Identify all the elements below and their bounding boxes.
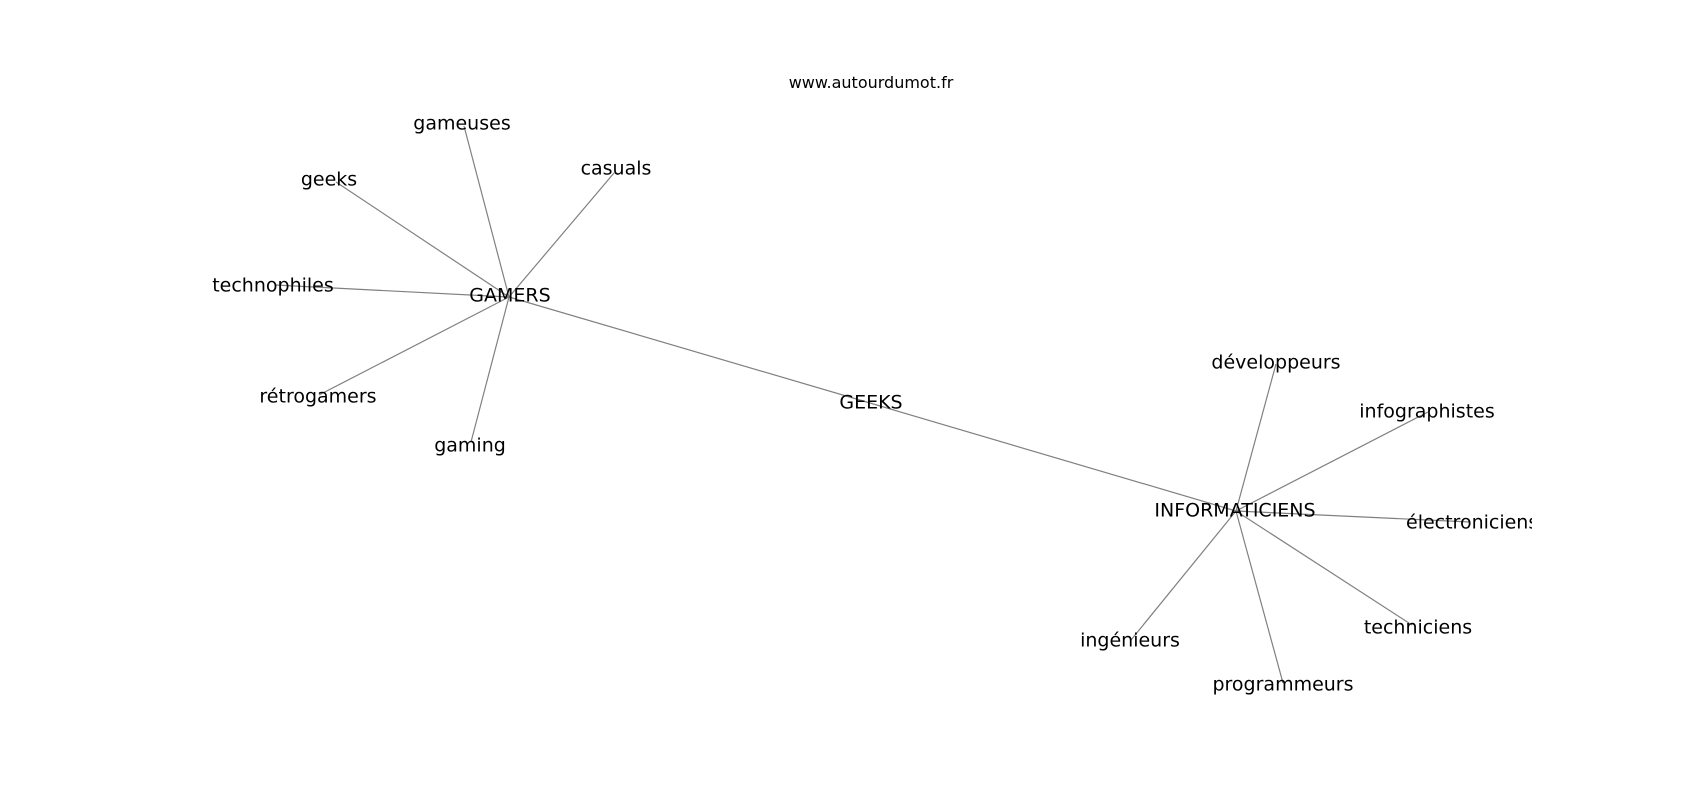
node-electroniciens[interactable]: électroniciens (1406, 512, 1538, 534)
edge-informaticiens-developpeurs (1235, 363, 1277, 512)
node-programmeurs[interactable]: programmeurs (1212, 674, 1353, 696)
labels-layer: GEEKS GAMERS INFORMATICIENS gameuses cas… (212, 113, 1538, 696)
site-label[interactable]: www.autourdumot.fr (789, 73, 954, 92)
node-geeks[interactable]: geeks (301, 169, 357, 191)
node-geeks-center[interactable]: GEEKS (839, 392, 902, 414)
node-developpeurs[interactable]: développeurs (1211, 352, 1340, 374)
edge-gamers-casuals (508, 172, 615, 298)
edge-geeks_center-gamers (508, 296, 871, 404)
node-gaming[interactable]: gaming (434, 435, 506, 457)
node-ingenieurs[interactable]: ingénieurs (1080, 630, 1180, 652)
edge-gamers-geeks (335, 181, 510, 298)
node-casuals[interactable]: casuals (581, 158, 652, 180)
node-gameuses[interactable]: gameuses (413, 113, 510, 135)
edge-gamers-gameuses (463, 125, 510, 298)
edge-informaticiens-programmeurs (1235, 510, 1284, 684)
node-technophiles[interactable]: technophiles (212, 275, 334, 297)
node-informaticiens[interactable]: INFORMATICIENS (1154, 500, 1315, 522)
node-retrogamers[interactable]: rétrogamers (259, 386, 376, 408)
edge-geeks_center-informaticiens (869, 402, 1237, 512)
edge-informaticiens-electroniciens (1235, 510, 1471, 523)
edges-layer (274, 125, 1471, 684)
edge-informaticiens-techniciens (1235, 510, 1413, 626)
edge-gamers-retrogamers (318, 296, 510, 396)
edge-gamers-technophiles (274, 284, 510, 298)
edge-informaticiens-infographistes (1235, 411, 1429, 512)
node-infographistes[interactable]: infographistes (1359, 401, 1494, 423)
edge-informaticiens-ingenieurs (1130, 510, 1237, 641)
node-techniciens[interactable]: techniciens (1364, 617, 1472, 639)
node-gamers[interactable]: GAMERS (469, 285, 550, 307)
edge-gamers-gaming (470, 296, 510, 443)
